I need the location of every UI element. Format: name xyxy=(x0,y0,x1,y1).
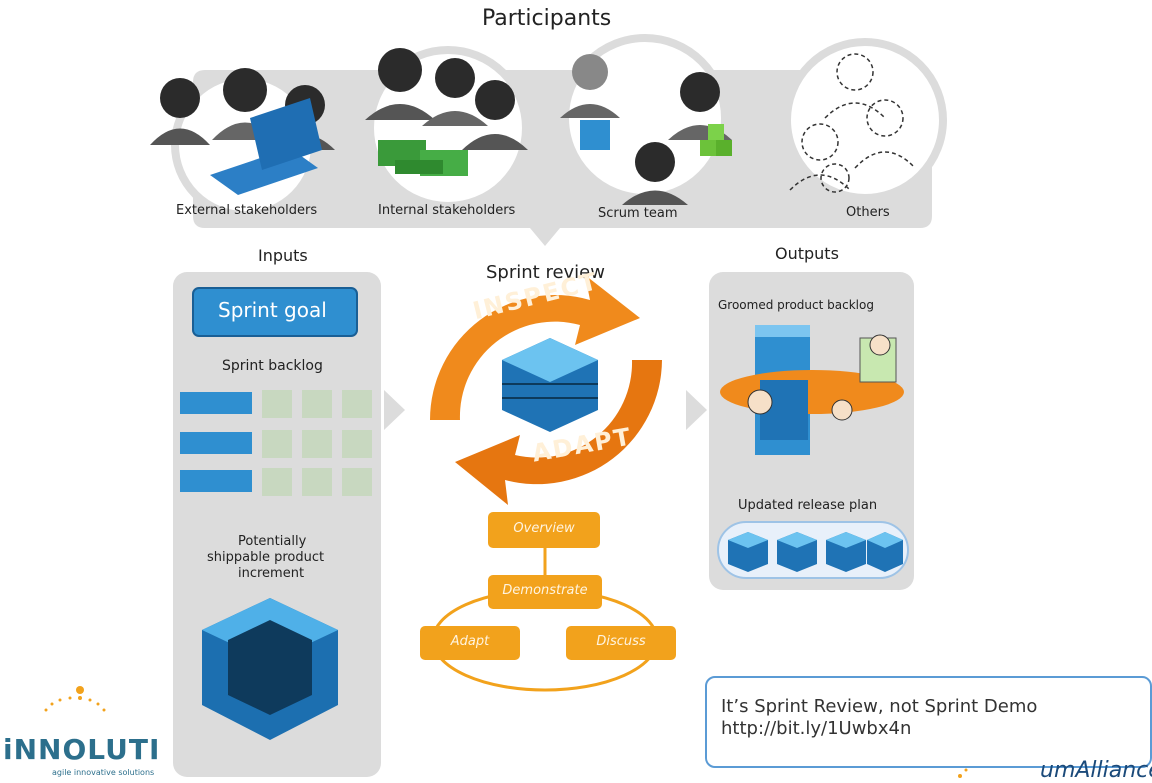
release-cubes-icon xyxy=(728,532,903,572)
others-circle xyxy=(783,38,947,202)
sprint-backlog-label: Sprint backlog xyxy=(222,358,323,374)
groomed-backlog-label: Groomed product backlog xyxy=(718,298,874,312)
increment-cube-icon xyxy=(202,598,338,740)
callout-box: It’s Sprint Review, not Sprint Demo http… xyxy=(705,676,1152,768)
step-overview-label: Overview xyxy=(513,521,575,536)
release-plan-label: Updated release plan xyxy=(738,498,878,513)
step-overview-box xyxy=(488,512,600,548)
callout-link[interactable]: http://bit.ly/1Uwbx4n xyxy=(721,718,912,739)
scrum-team-icon xyxy=(560,54,732,205)
sprint-goal-box xyxy=(192,287,358,337)
alliance-logo-dots xyxy=(958,768,968,778)
increment-label-line3: increment xyxy=(238,566,305,581)
callout-line1: It’s Sprint Review, not Sprint Demo xyxy=(721,696,1038,717)
step-demonstrate-box xyxy=(488,575,602,609)
step-discuss-label: Discuss xyxy=(596,634,646,649)
innolution-tagline: agile innovative solutions xyxy=(52,768,155,777)
participant-label-others: Others xyxy=(846,205,890,220)
innolution-logo: iNNOLUTI xyxy=(3,733,161,766)
groomed-backlog-icon xyxy=(720,325,904,455)
increment-label-line2: shippable product xyxy=(207,550,325,565)
participant-label-scrum-team: Scrum team xyxy=(598,206,678,221)
inspect-adapt-cycle xyxy=(430,275,662,505)
increment-label-line1: Potentially xyxy=(238,534,307,549)
alliance-logo: umAlliance xyxy=(1040,758,1152,783)
step-adapt-label: Adapt xyxy=(450,634,490,649)
participant-label-external: External stakeholders xyxy=(176,203,318,218)
outputs-title: Outputs xyxy=(775,244,839,263)
sprint-review-title: Sprint review xyxy=(486,262,605,283)
people-laptop-icon xyxy=(150,68,335,195)
dashed-people-icon xyxy=(789,53,916,193)
step-adapt-box xyxy=(420,626,520,660)
participant-label-internal: Internal stakeholders xyxy=(378,203,516,218)
innolution-sun-icon xyxy=(44,686,106,712)
participants-title: Participants xyxy=(482,6,612,31)
arrow-right-icon xyxy=(686,390,707,430)
arrow-right-icon xyxy=(384,390,405,430)
people-money-icon xyxy=(365,48,528,176)
step-demonstrate-label: Demonstrate xyxy=(502,583,588,598)
sprint-goal-label: Sprint goal xyxy=(218,298,327,322)
inputs-title: Inputs xyxy=(258,246,308,265)
step-discuss-box xyxy=(566,626,676,660)
sprint-backlog-grid xyxy=(180,390,372,496)
